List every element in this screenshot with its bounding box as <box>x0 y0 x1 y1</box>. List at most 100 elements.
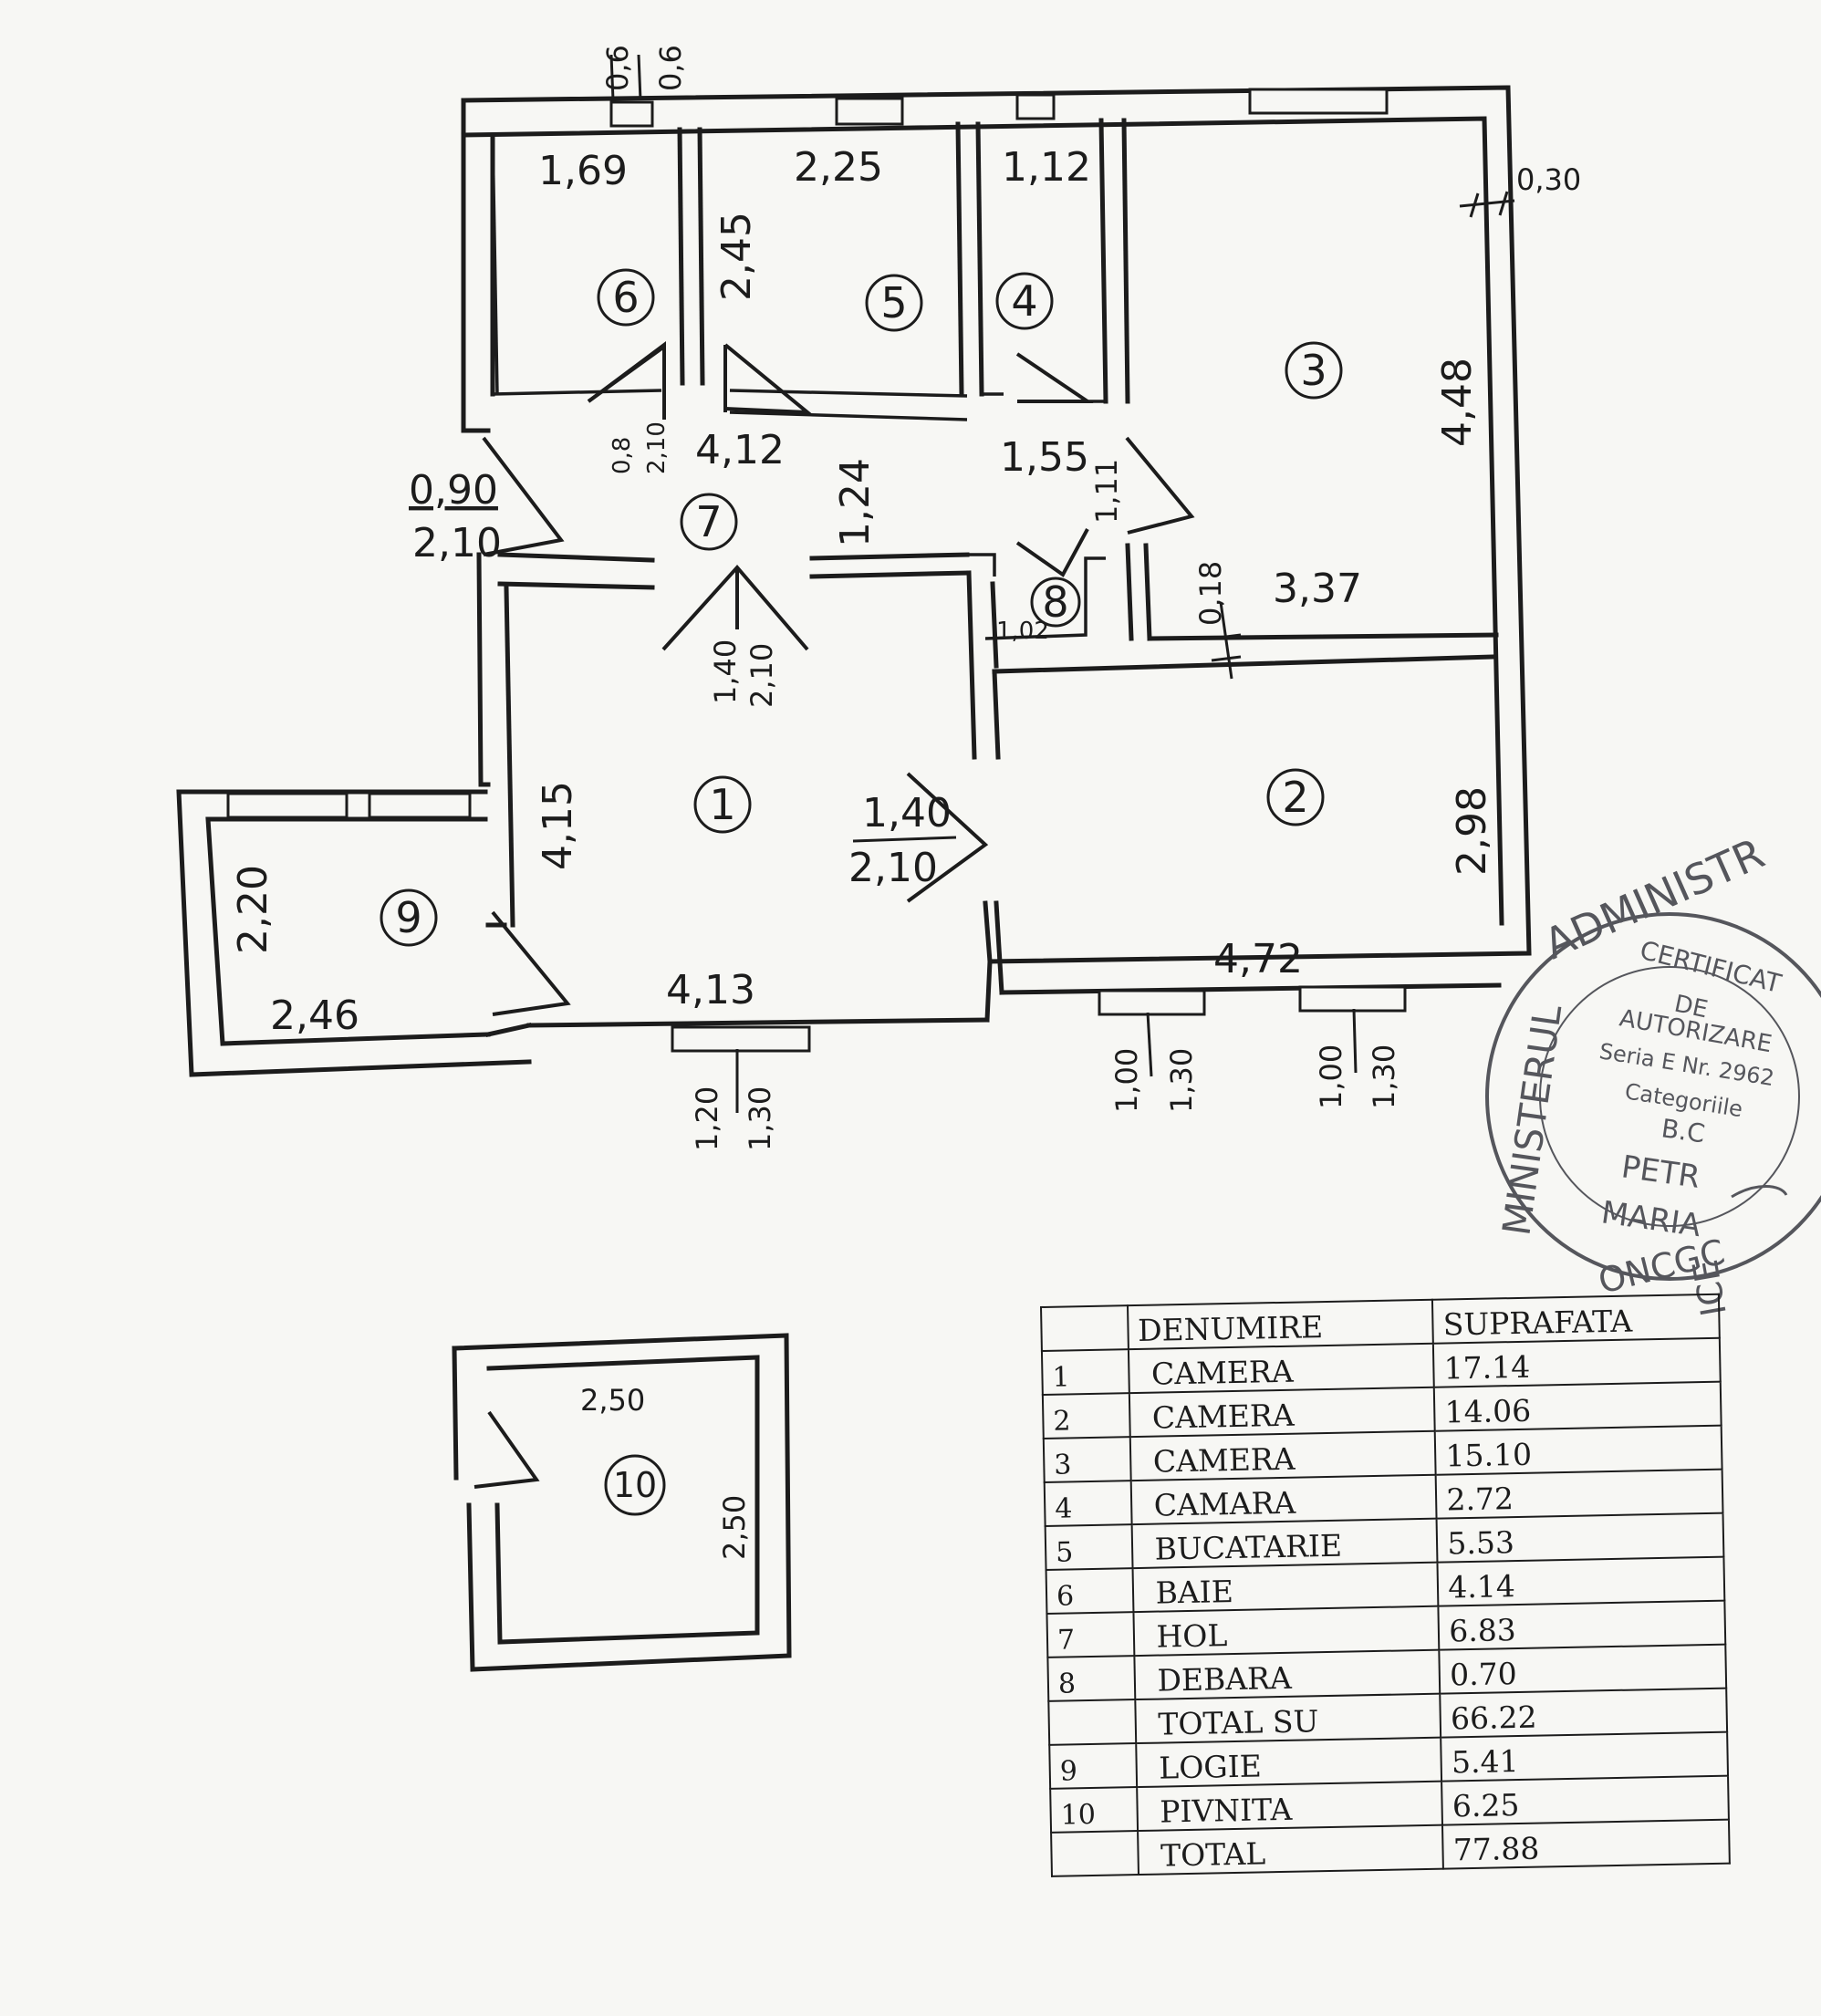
stamp-line-7: PETR <box>1619 1148 1702 1196</box>
cellar-walls <box>452 1333 792 1672</box>
stamp-inner-ring <box>1539 966 1800 1227</box>
dim-room4-width: 1,12 <box>1002 144 1091 191</box>
dim-entry-door-a: 0,90 <box>409 467 498 514</box>
table-cell-index: 2 <box>1042 1393 1130 1439</box>
dim-closet-door: 1,02 <box>996 618 1049 645</box>
stamp-ring-left: MINISTERUL <box>1493 1002 1570 1239</box>
table-cell-index: 1 <box>1041 1349 1129 1395</box>
dimension-labels: 1,69 2,25 1,12 2,45 4,48 0,30 0,6 0,6 0,… <box>230 45 1581 1560</box>
room-number-6-circle <box>597 268 655 327</box>
stamp-line-6: B.C <box>1660 1113 1707 1148</box>
dim-room2-height: 2,98 <box>1449 786 1495 876</box>
dim-room1-width: 4,13 <box>666 967 755 1013</box>
dim-living-door-a: 1,40 <box>708 639 743 704</box>
dim-win3-a: 1,00 <box>1314 1044 1348 1109</box>
room-number-5-circle <box>865 274 923 332</box>
table-cell-area: 5.41 <box>1441 1731 1729 1782</box>
dim-win1-a: 1,20 <box>690 1086 724 1151</box>
room-numbers: 6 5 4 3 7 8 1 2 9 10 <box>380 268 1343 1516</box>
room-number-3: 3 <box>1300 346 1327 395</box>
stamp-ring-right: ICE <box>1685 1257 1734 1319</box>
table-cell-name: TOTAL <box>1137 1824 1444 1876</box>
dim-room2-door-b: 2,10 <box>848 845 938 891</box>
dim-room3-door: 1,11 <box>1089 459 1124 524</box>
dim-room3-height: 4,48 <box>1434 358 1481 447</box>
dim-hall-depth: 1,24 <box>832 458 879 547</box>
table-cell-area: 66.22 <box>1440 1688 1728 1738</box>
table-cell-area: 15.10 <box>1435 1425 1722 1475</box>
dim-wall-top-right: 0,30 <box>1516 162 1581 197</box>
room-number-9-circle <box>380 888 438 947</box>
room-number-4-circle <box>995 272 1054 330</box>
table-cell-index: 4 <box>1044 1481 1132 1526</box>
table-cell-name: TOTAL SU <box>1134 1693 1441 1744</box>
outer-walls <box>176 85 1532 1077</box>
table-cell-index: 8 <box>1047 1656 1135 1701</box>
table-cell-name: CAMARA <box>1130 1474 1437 1525</box>
table-cell-index: 7 <box>1046 1612 1134 1657</box>
table-cell-area: 6.25 <box>1441 1775 1729 1825</box>
stamp-line-1: CERTIFICAT <box>1637 935 1785 999</box>
room-number-6: 6 <box>612 273 639 322</box>
table-cell-name: BAIE <box>1132 1562 1439 1613</box>
table-cell-index <box>1051 1831 1139 1876</box>
room-number-8: 8 <box>1042 577 1068 627</box>
table-cell-area: 2.72 <box>1435 1469 1723 1519</box>
dim-wall-018: 0,18 <box>1193 561 1228 626</box>
table-cell-area: 0.70 <box>1439 1644 1727 1694</box>
table-cell-index: 9 <box>1049 1743 1137 1789</box>
dim-cellar-height: 2,50 <box>717 1495 752 1560</box>
dim-room5-height: 2,45 <box>713 212 760 301</box>
room-number-7-circle <box>680 493 738 551</box>
dim-room5-width: 2,25 <box>794 144 883 191</box>
table-cell-index <box>1048 1699 1136 1745</box>
dim-room1-height: 4,15 <box>535 781 581 870</box>
table-cell-index: 6 <box>1046 1568 1134 1614</box>
table-cell-name: BUCATARIE <box>1131 1518 1438 1569</box>
table-header-area: SUPRAFATA <box>1432 1294 1720 1344</box>
room-number-1: 1 <box>709 780 735 829</box>
windows <box>226 88 1407 1053</box>
table-cell-name: CAMERA <box>1129 1430 1436 1481</box>
dim-win1-b: 1,30 <box>743 1086 777 1151</box>
room-number-5: 5 <box>880 278 907 327</box>
table-cell-area: 4.14 <box>1437 1556 1725 1606</box>
table-cell-area: 5.53 <box>1436 1512 1724 1563</box>
room-number-1-circle <box>693 775 752 834</box>
table-cell-name: CAMERA <box>1128 1343 1435 1394</box>
table-cell-area: 14.06 <box>1434 1381 1722 1431</box>
dim-room2-door-line <box>852 836 957 843</box>
table-cell-area: 77.88 <box>1442 1819 1730 1869</box>
table-cell-index: 3 <box>1043 1437 1131 1482</box>
dim-room3-width: 3,37 <box>1273 566 1362 612</box>
dim-loggia-height: 2,20 <box>230 865 276 954</box>
dim-room2-width: 4,72 <box>1213 936 1303 982</box>
stamp-line-2: DE <box>1672 991 1711 1024</box>
room-number-8-circle <box>1030 577 1081 628</box>
stamp-line-8: MARIA <box>1599 1194 1703 1244</box>
dim-entry-door-b: 2,10 <box>412 520 502 566</box>
stamp-signature <box>1731 1185 1788 1199</box>
doors <box>482 341 1195 1016</box>
table-header-index <box>1041 1305 1129 1351</box>
table-cell-index: 5 <box>1045 1524 1133 1570</box>
table-cell-name: LOGIE <box>1135 1737 1442 1788</box>
room-number-10-circle <box>604 1454 666 1516</box>
dim-win2-b: 1,30 <box>1164 1048 1199 1113</box>
authorization-stamp: ADMINISTR MINISTERUL ONCGC ICE CERTIFICA… <box>1485 828 1821 1319</box>
room-number-3-circle <box>1285 341 1343 400</box>
dimension-ticks <box>609 54 1515 1113</box>
table-cell-name: CAMERA <box>1129 1387 1436 1438</box>
table-cell-area: 6.83 <box>1438 1600 1726 1650</box>
table-header-name: DENUMIRE <box>1127 1299 1434 1350</box>
room-number-2: 2 <box>1282 773 1308 822</box>
room-number-4: 4 <box>1011 276 1037 326</box>
dim-top-window-b: 0,6 <box>653 45 688 91</box>
stamp-outer-ring <box>1485 912 1821 1281</box>
room-number-7: 7 <box>695 497 722 546</box>
dim-room6-width: 1,69 <box>538 148 628 194</box>
table-cell-name: DEBARA <box>1133 1649 1441 1700</box>
